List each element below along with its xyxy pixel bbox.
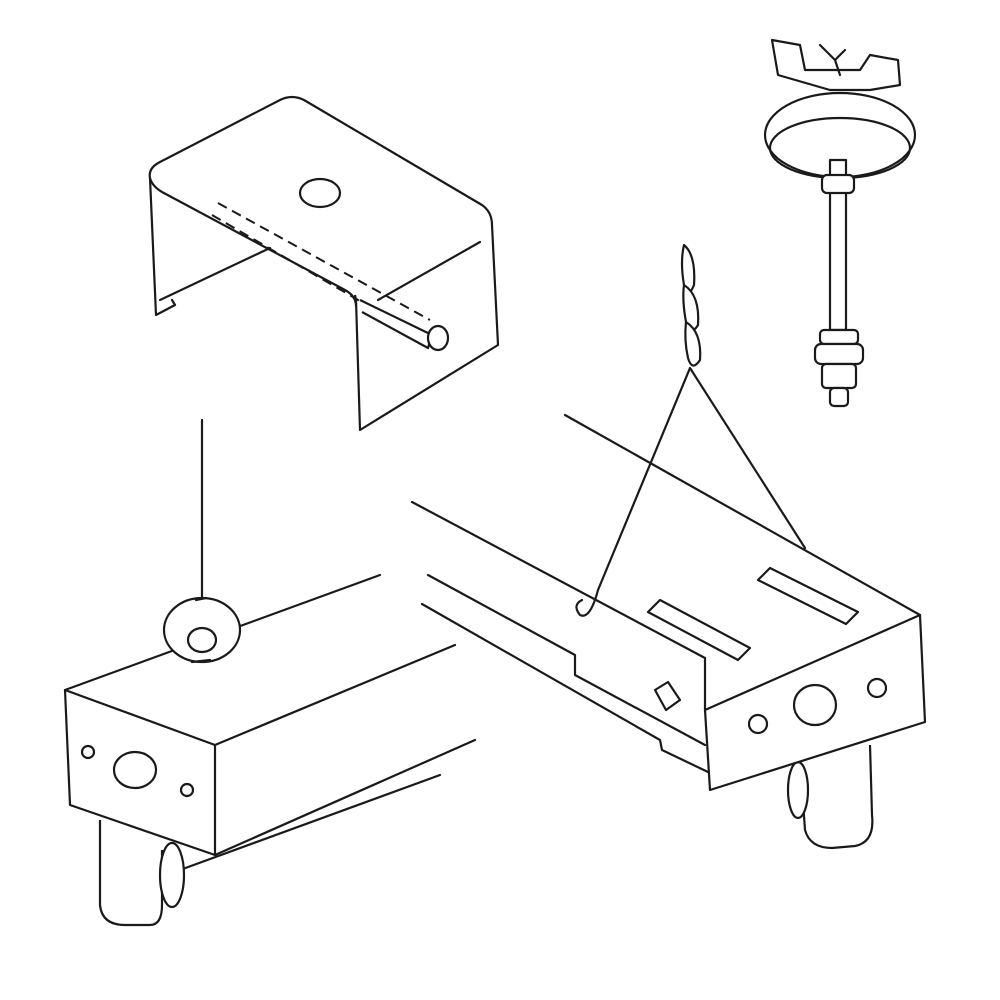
right-fixture: [410, 413, 927, 850]
bracket-hole: [298, 177, 342, 209]
channel-bracket: [148, 95, 500, 432]
v-wire: [575, 366, 807, 617]
knockout-small: [747, 713, 769, 735]
knockout-large: [792, 683, 838, 727]
knockout-small: [179, 782, 195, 798]
crossbar-bracket: [770, 38, 902, 92]
chain-hanger: [575, 243, 807, 617]
square-knockout: [653, 680, 682, 712]
slot: [646, 598, 752, 662]
stem-canopy-mount: [763, 38, 917, 408]
knockout-small: [80, 744, 96, 760]
left-fixture: [63, 418, 477, 927]
knockout-large: [112, 750, 158, 790]
slot: [756, 566, 860, 626]
knockout-small: [866, 677, 888, 699]
wire-hook-ring: [162, 596, 242, 664]
rod-end: [426, 324, 450, 352]
